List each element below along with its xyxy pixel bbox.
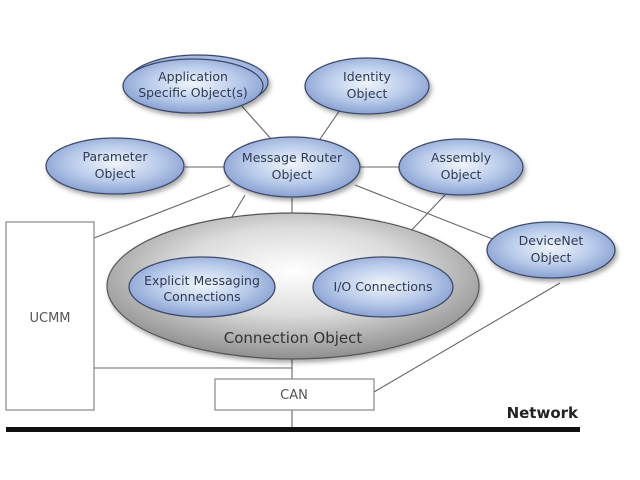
assembly-label-line2: Object (441, 167, 482, 182)
network-label: Network (507, 404, 579, 422)
network-bus: Network (6, 404, 580, 432)
application-specific-objects: Application Specific Object(s) (122, 54, 269, 114)
message-router-label-line1: Message Router (242, 150, 343, 165)
devicenet-label-line2: Object (531, 250, 572, 265)
connection-object-label: Connection Object (224, 329, 363, 347)
identity-label-line1: Identity (343, 69, 392, 84)
ucmm-label: UCMM (29, 311, 70, 326)
explicit-messaging-label-line1: Explicit Messaging (144, 273, 260, 288)
line-ucmm-router (93, 184, 231, 239)
line-router-devicenet (354, 184, 496, 241)
identity-object: Identity Object (304, 57, 430, 115)
can-box: CAN (214, 378, 375, 411)
parameter-label-line2: Object (95, 166, 136, 181)
can-label: CAN (280, 388, 308, 403)
identity-label-line2: Object (347, 86, 388, 101)
explicit-messaging-label-line2: Connections (163, 289, 240, 304)
line-application-router (239, 103, 273, 141)
line-identity-router (317, 109, 341, 143)
application-label-line2: Specific Object(s) (138, 85, 248, 100)
message-router-label-line2: Object (272, 167, 313, 182)
devicenet-object: DeviceNet Object (486, 221, 616, 279)
io-connections-label: I/O Connections (334, 279, 433, 294)
line-can-devicenet (373, 282, 561, 393)
explicit-messaging-connections: Explicit Messaging Connections (128, 256, 276, 318)
assembly-label-line1: Assembly (431, 150, 492, 165)
parameter-object: Parameter Object (45, 137, 185, 195)
connection-object: Connection Object (106, 212, 480, 360)
ucmm-box: UCMM (5, 221, 95, 411)
message-router-object: Message Router Object (223, 136, 361, 198)
application-label-line1: Application (158, 69, 228, 84)
network-bar (6, 427, 580, 432)
parameter-label-line1: Parameter (82, 149, 148, 164)
io-connections: I/O Connections (312, 256, 454, 318)
devicenet-label-line1: DeviceNet (519, 233, 584, 248)
assembly-object: Assembly Object (398, 138, 524, 196)
